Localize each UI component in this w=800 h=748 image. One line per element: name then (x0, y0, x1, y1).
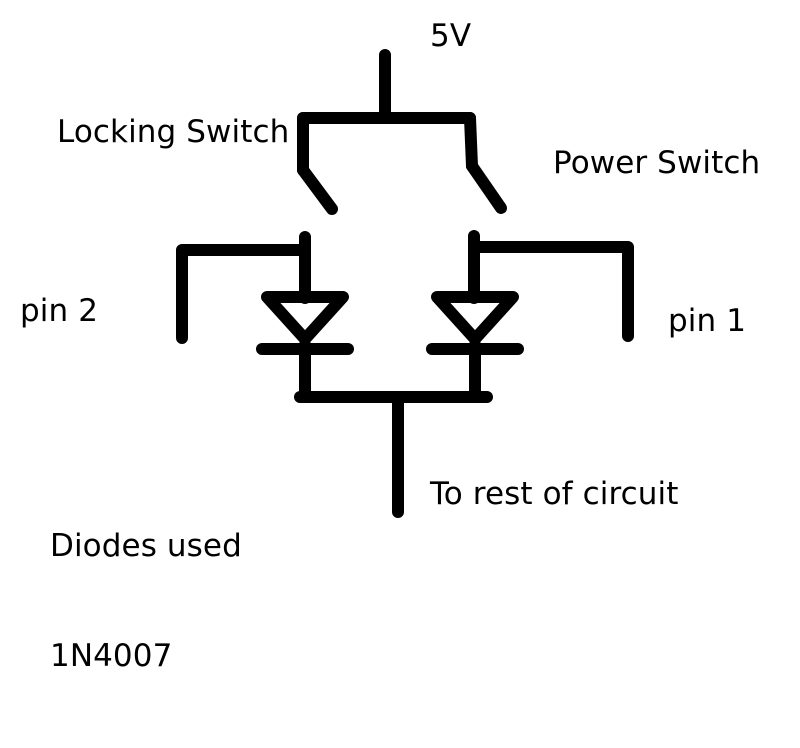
power-switch-pole[interactable] (464, 112, 478, 172)
label-diodes-note: Diodes used 1N4007 (50, 455, 242, 748)
diode-d2 (426, 291, 524, 403)
pin1-tap-wire (468, 241, 634, 342)
diode-d1 (256, 291, 354, 403)
diode-d2-triangle (431, 291, 519, 345)
pin2-tap-wire (176, 244, 311, 344)
label-pin-2: pin 2 (20, 293, 99, 329)
label-locking-switch: Locking Switch (57, 114, 290, 150)
label-output-destination: To rest of circuit (430, 476, 679, 512)
locking-switch-blade[interactable] (297, 164, 338, 215)
power-switch-blade[interactable] (466, 160, 507, 214)
circuit-schematic-svg (176, 49, 634, 518)
label-power-switch: Power Switch (553, 145, 761, 181)
label-supply-5v: 5V (430, 18, 472, 54)
circuit-diagram-canvas: 5V Locking Switch Power Switch pin 2 pin… (20, 18, 761, 674)
label-diodes-note-line1: Diodes used (50, 528, 242, 565)
diode-d1-triangle (261, 291, 349, 345)
label-diodes-note-line2: 1N4007 (50, 637, 173, 674)
label-pin-1: pin 1 (668, 303, 747, 339)
